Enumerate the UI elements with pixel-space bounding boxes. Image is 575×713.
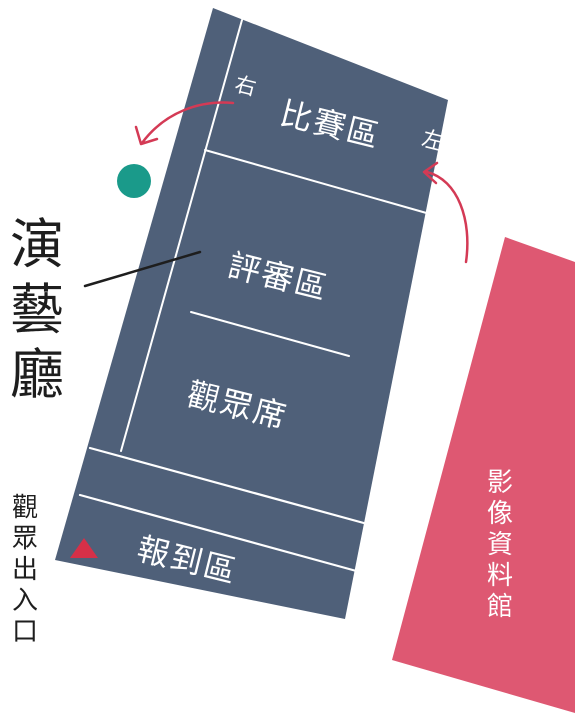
video-archive-char: 館 — [487, 592, 513, 622]
venue-name: 演 藝 廳 — [10, 213, 64, 406]
entrance-label-char: 眾 — [12, 524, 38, 554]
venue-name-char: 演 — [10, 213, 64, 276]
venue-name-char: 廳 — [10, 343, 64, 406]
video-archive-building — [392, 237, 575, 713]
video-archive-char: 資 — [487, 530, 513, 560]
direction-left-label: 左 — [419, 127, 446, 157]
judges-audience-divider — [190, 311, 350, 357]
entrance-label-char: 出 — [12, 555, 38, 585]
entrance-label-char: 口 — [12, 617, 38, 647]
left-arrow-head — [422, 161, 439, 185]
competition-boundary-line — [204, 149, 445, 219]
entrance-label-char: 入 — [12, 586, 38, 616]
right-arrow-head — [134, 125, 159, 146]
direction-arrows — [134, 101, 469, 264]
dot-icon — [117, 164, 151, 198]
audience-bottom-line — [88, 446, 373, 527]
registration-top-line — [78, 493, 362, 574]
left-aisle-line — [120, 19, 243, 452]
venue-pointer-line — [83, 250, 202, 288]
entrance-label: 觀 眾 出 入 口 — [12, 493, 38, 647]
left-arrow — [425, 170, 469, 264]
video-archive-char: 影 — [487, 468, 513, 498]
video-archive-char: 像 — [487, 499, 513, 529]
venue-name-char: 藝 — [10, 278, 64, 341]
video-archive-char: 料 — [487, 561, 513, 591]
entrance-label-char: 觀 — [12, 493, 38, 523]
triangle-icon — [70, 538, 98, 558]
video-archive-label: 影 像 資 料 館 — [487, 468, 513, 622]
right-arrow — [140, 101, 235, 145]
hall-divider-lines — [78, 19, 445, 574]
